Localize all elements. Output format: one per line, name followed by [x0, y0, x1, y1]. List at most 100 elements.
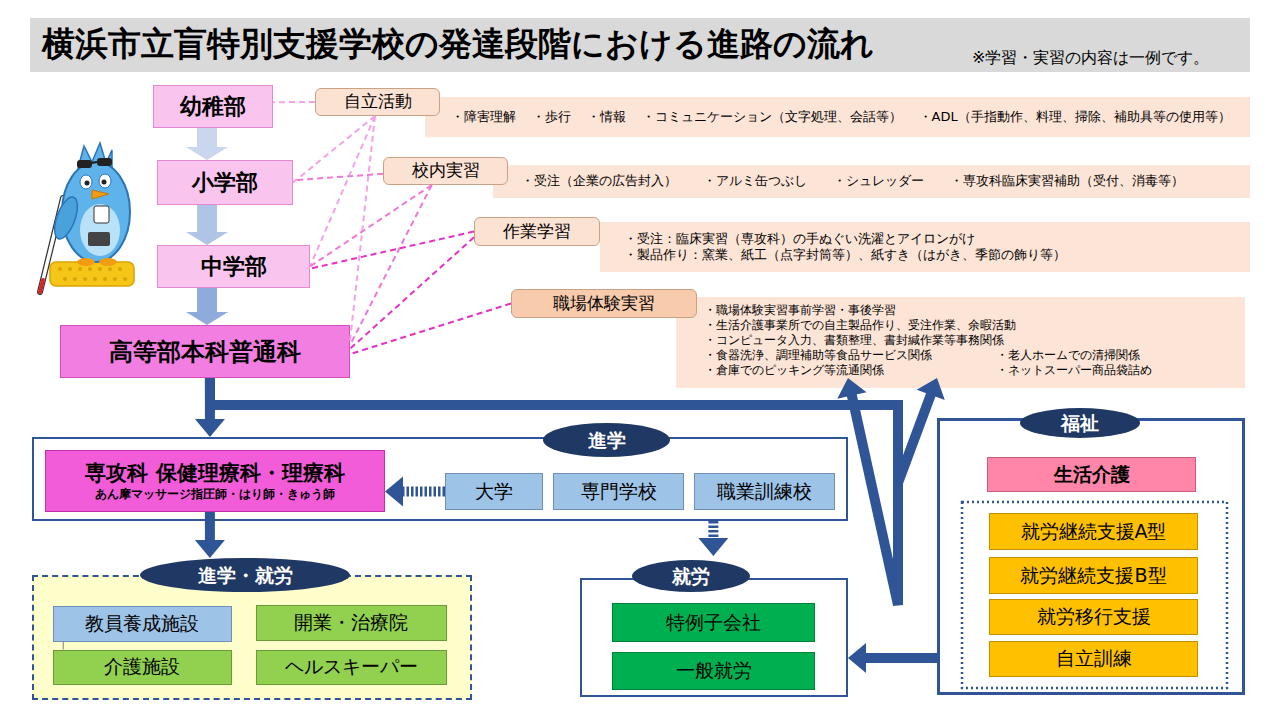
activity-item: ・受注：臨床実習（専攻科）の手ぬぐい洗濯とアイロンがけ — [624, 231, 975, 247]
welfare-box: 生活介護 — [987, 457, 1196, 492]
connector-line — [350, 304, 511, 355]
bird-eye — [99, 174, 111, 188]
school-stage-box: 小学部 — [157, 160, 293, 205]
box-label: 教員養成施設 — [85, 612, 199, 636]
connector-line — [350, 116, 375, 341]
group-heading: 福祉 — [1020, 408, 1140, 438]
box-label: 就労継続支援A型 — [1021, 520, 1167, 544]
connector — [195, 378, 225, 437]
mascot-illustration — [40, 143, 134, 292]
box-label: 自立訓練 — [1056, 647, 1132, 671]
connector-line — [273, 101, 315, 103]
braille-device — [88, 232, 110, 246]
activity-item: ・受注（企業の広告封入） ・アルミ缶つぶし ・シュレッダー ・専攻科臨床実習補助… — [521, 173, 1184, 189]
bird-beak — [92, 190, 109, 199]
activity-tag: 自立活動 — [315, 88, 440, 116]
path-box: 専門学校 — [553, 473, 684, 510]
activity-item: ・食器洗浄、調理補助等食品サービス関係 — [704, 348, 996, 363]
activity-detail: ・障害理解 ・歩行 ・情報 ・コミュニケーション（文字処理、会話等） ・ADL（… — [425, 97, 1250, 137]
welfare-box: 自立訓練 — [989, 641, 1198, 677]
connector-line — [310, 116, 375, 267]
activity-item: ・障害理解 ・歩行 ・情報 ・コミュニケーション（文字処理、会話等） ・ADL（… — [451, 109, 1231, 125]
activity-item: ・ネットスーパー商品袋詰め — [996, 363, 1245, 378]
activity-item: ・コンピュータ入力、書類整理、書封緘作業等事務関係 — [704, 333, 1245, 348]
activity-tag: 職場体験実習 — [511, 289, 697, 318]
path-box: 教員養成施設 — [53, 606, 232, 642]
activity-detail: ・職場体験実習事前学習・事後学習・生活介護事業所での自主製品作り、受注作業、余暇… — [676, 297, 1245, 388]
box-label: 小学部 — [192, 169, 258, 197]
connector — [350, 185, 432, 345]
bird-foot — [99, 258, 117, 266]
school-stage-box: 幼稚部 — [153, 85, 273, 128]
connector — [310, 185, 432, 267]
connector — [350, 116, 375, 341]
box-label: 大学 — [475, 480, 513, 504]
path-box: 特例子会社 — [612, 603, 815, 642]
connector-line — [350, 237, 474, 349]
connector — [310, 232, 474, 269]
arrow-head — [186, 232, 228, 245]
group-heading: 就労 — [632, 560, 750, 592]
box-label: 特例子会社 — [666, 611, 761, 635]
school-stage-box: 高等部本科普通科 — [60, 325, 350, 378]
arrow-head — [195, 419, 225, 437]
sunglasses-bridge — [92, 162, 97, 163]
connector — [293, 174, 383, 180]
path-box: 大学 — [445, 473, 543, 510]
path-box: 職業訓練校 — [694, 473, 835, 510]
box-label: 就労移行支援 — [1037, 605, 1151, 629]
box-label: 一般就労 — [676, 659, 752, 683]
connector-line — [350, 185, 432, 345]
connector — [350, 237, 474, 349]
box-label: 高等部本科普通科 — [109, 337, 301, 367]
connector-line — [310, 232, 474, 269]
connector-line — [197, 205, 217, 233]
path-box: 専攻科 保健理療科・理療科あん摩マッサージ指圧師・はり師・きゅう師 — [45, 450, 385, 512]
arrow-head — [848, 643, 866, 673]
bird-eye — [80, 175, 92, 189]
arrow-head — [195, 540, 225, 558]
box-label: 自立活動 — [344, 91, 412, 112]
connector-line — [708, 521, 718, 539]
group-frame: 進学専攻科 保健理療科・理療科あん摩マッサージ指圧師・はり師・きゅう師大学専門学… — [32, 437, 848, 521]
box-label: 専攻科 保健理療科・理療科 — [85, 460, 344, 486]
activity-item: ・老人ホームでの清掃関係 — [996, 348, 1245, 363]
bird-belly — [80, 204, 120, 256]
group-heading: 進学・就労 — [140, 558, 350, 592]
box-subtext: あん摩マッサージ指圧師・はり師・きゅう師 — [95, 487, 335, 502]
path-box: 介護施設 — [53, 650, 232, 685]
group-heading: 進学 — [543, 423, 670, 457]
activity-item: ・製品作り：窯業、紙工（点字封筒等）、紙すき（はがき、季節の飾り等） — [624, 247, 1066, 263]
sunglasses — [97, 158, 112, 166]
bird-wing — [50, 194, 82, 242]
school-stage-box: 中学部 — [157, 245, 310, 288]
connector-line — [293, 174, 383, 180]
group-frame: 就労特例子会社一般就労 — [580, 578, 848, 697]
connector — [273, 102, 315, 103]
bird-foot — [77, 258, 95, 266]
box-label: ヘルスキーパー — [285, 655, 418, 679]
activity-tag: 校内実習 — [383, 157, 508, 185]
welfare-box: 就労移行支援 — [989, 599, 1198, 635]
connector-line — [205, 378, 215, 420]
bird-pupil — [85, 181, 90, 186]
box-label: 職場体験実習 — [553, 293, 655, 314]
path-box: ヘルスキーパー — [256, 650, 447, 685]
connector — [350, 304, 511, 355]
path-box: 一般就労 — [612, 652, 815, 690]
braille-mat — [50, 262, 134, 286]
braille-dots — [58, 267, 127, 281]
box-label: 幼稚部 — [180, 93, 246, 121]
connector-line — [293, 116, 375, 183]
connector — [186, 128, 228, 160]
box-label: 作業学習 — [503, 221, 571, 242]
note-label: ※学習・実習の内容は一例です。 — [972, 48, 1262, 68]
connector — [698, 521, 728, 556]
dotted-group-frame — [962, 502, 1227, 688]
welfare-box: 就労継続支援A型 — [989, 513, 1198, 550]
arrow-head — [186, 312, 228, 325]
path-box: 開業・治療院 — [256, 605, 447, 641]
connector-line — [310, 185, 432, 267]
activity-tag: 作業学習 — [474, 217, 600, 246]
